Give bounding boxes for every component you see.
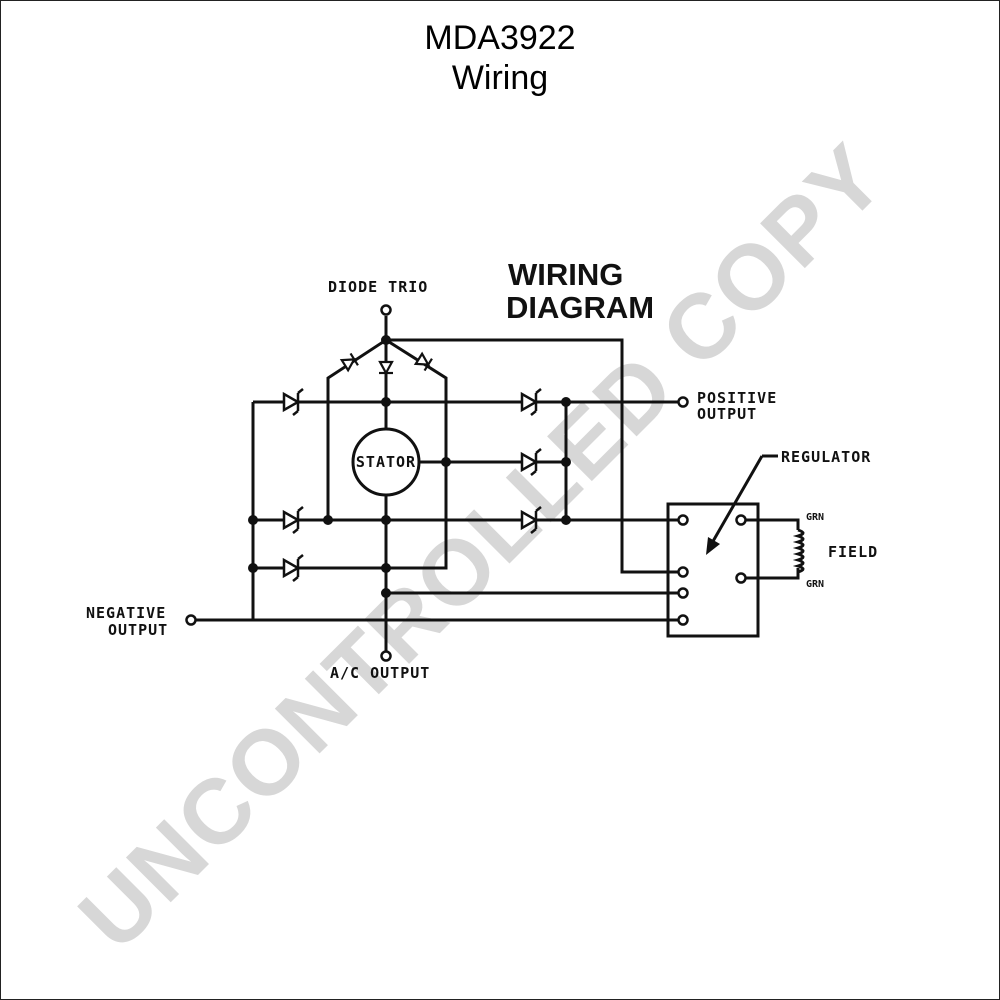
- grn-bottom-label: GRN: [806, 579, 824, 590]
- negative-output-label-2: OUTPUT: [108, 621, 168, 639]
- watermark-text: UNCONTROLLED COPY: [60, 125, 904, 969]
- field-label: FIELD: [828, 543, 878, 561]
- regulator-label: REGULATOR: [781, 448, 871, 466]
- negative-output-label-1: NEGATIVE: [86, 604, 166, 622]
- terminals: [185, 304, 747, 662]
- page-header: MDA3922 Wiring: [0, 18, 1000, 98]
- page-subtitle: Wiring: [451, 59, 549, 97]
- regulator-box: [666, 502, 760, 638]
- ac-output-label: A/C OUTPUT: [330, 664, 430, 682]
- grn-top-label: GRN: [806, 512, 824, 523]
- diagram-heading-line1: WIRING: [508, 257, 623, 292]
- page-title: MDA3922: [424, 19, 576, 57]
- diagram-heading-line2: DIAGRAM: [506, 290, 654, 325]
- positive-output-label-2: OUTPUT: [697, 405, 757, 423]
- stator-label: STATOR: [356, 453, 416, 471]
- junction-dots: [248, 335, 571, 598]
- stator: STATOR: [351, 427, 421, 497]
- diode-trio-label: DIODE TRIO: [328, 278, 428, 296]
- positive-output-label-1: POSITIVE: [697, 389, 777, 407]
